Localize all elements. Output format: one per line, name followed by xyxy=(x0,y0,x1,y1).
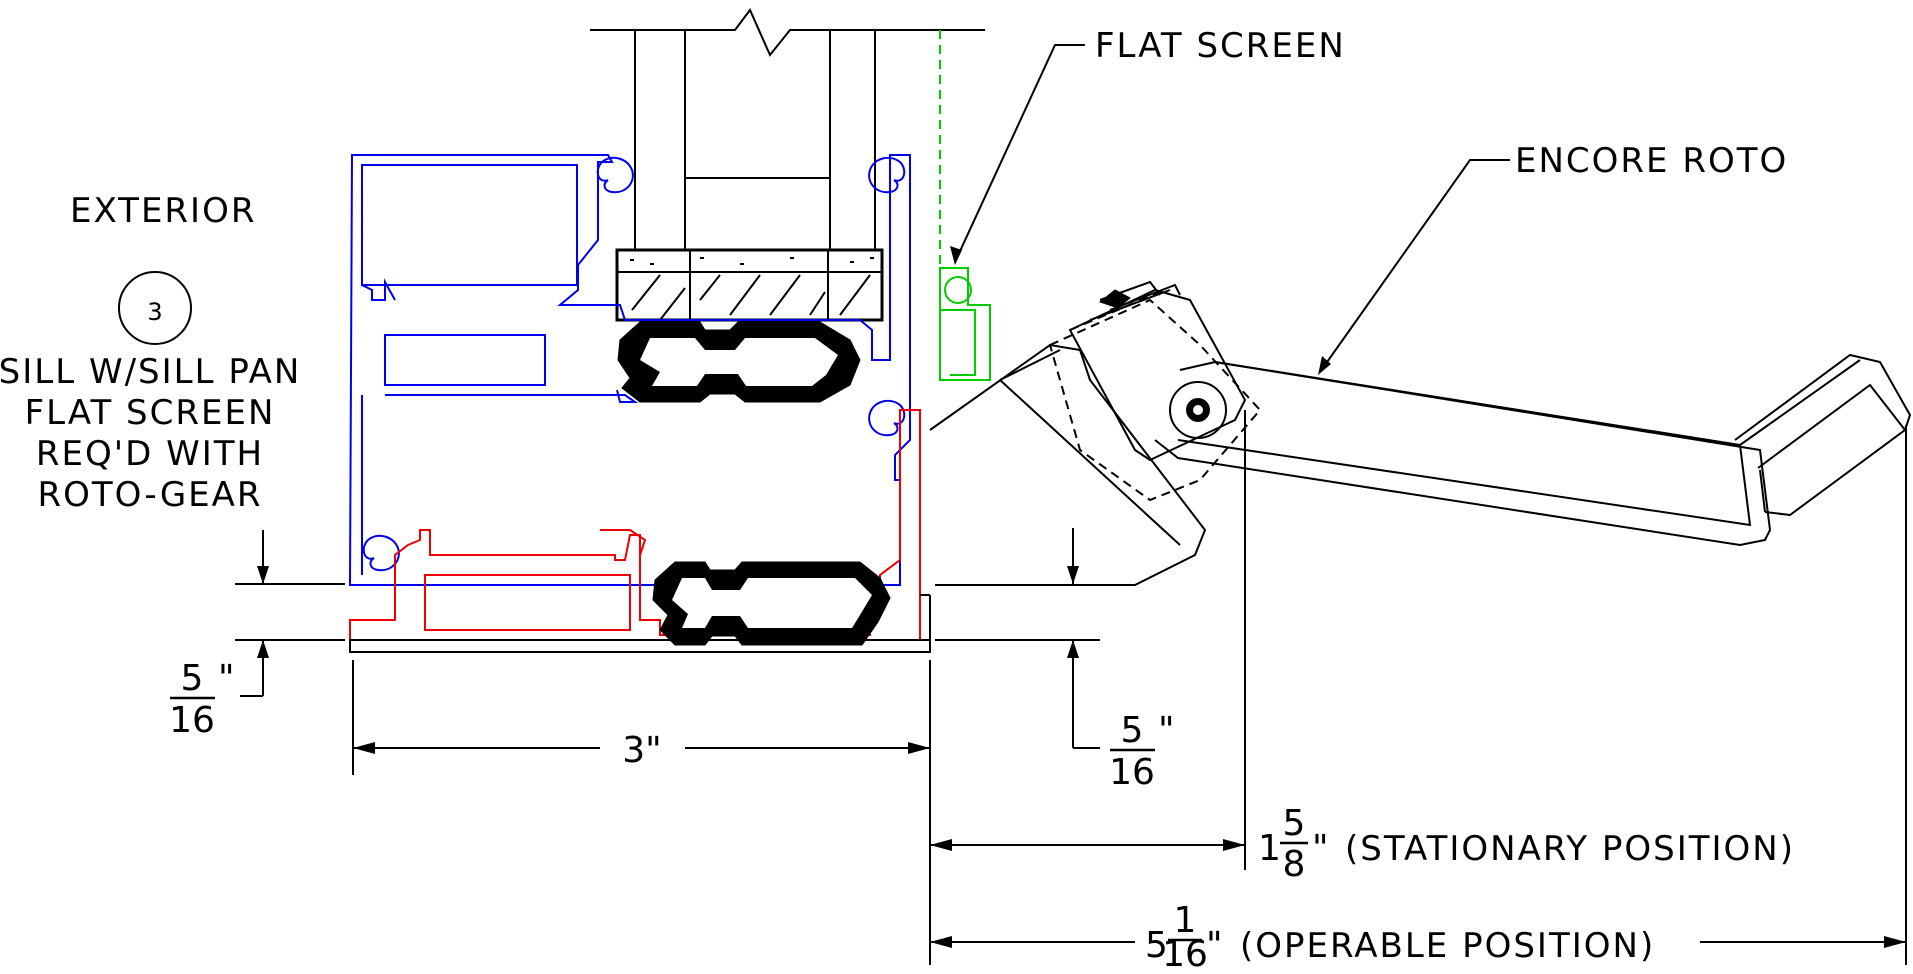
dim-right-den: 16 xyxy=(1109,752,1155,793)
note-line-4: ROTO-GEAR xyxy=(37,475,262,515)
dim-sill-pan-right: 5 16 " xyxy=(1109,710,1174,793)
callout-circle xyxy=(118,271,192,345)
dim-operable-den: 16 xyxy=(1162,934,1208,969)
glass-unit-above xyxy=(590,8,985,250)
dim-stationary-den: 8 xyxy=(1283,844,1306,885)
flat-screen-label: FLAT SCREEN xyxy=(1095,26,1346,66)
setting-block xyxy=(615,248,884,322)
thermal-break-upper xyxy=(617,321,861,403)
dim-stationary: 1 5 8 " (STATIONARY POSITION) xyxy=(1258,803,1795,885)
dim-operable-note: (OPERABLE POSITION) xyxy=(1240,926,1655,966)
dim-width-3: 3" xyxy=(622,730,661,771)
dim-operable-unit: " xyxy=(1206,925,1223,966)
roto-operator xyxy=(929,280,1912,586)
dimension-lines xyxy=(235,410,1907,965)
dim-left-den: 16 xyxy=(169,700,215,741)
encore-roto-label: ENCORE ROTO xyxy=(1515,141,1788,181)
dim-operable: 5 1 16 " (OPERABLE POSITION) xyxy=(1145,900,1655,974)
leader-lines xyxy=(950,44,1510,375)
note-line-1: SILL W/SILL PAN xyxy=(0,352,301,392)
dim-right-num: 5 xyxy=(1121,710,1144,751)
dim-left-unit: " xyxy=(218,658,235,699)
dim-sill-pan-left: 5 16 " xyxy=(169,658,234,741)
exterior-label: EXTERIOR xyxy=(70,191,256,231)
dim-operable-num: 1 xyxy=(1174,900,1197,941)
dim-stationary-whole: 1 xyxy=(1258,828,1281,869)
thermal-break-lower xyxy=(652,561,891,646)
dim-operable-whole: 5 xyxy=(1145,925,1168,966)
dim-left-num: 5 xyxy=(181,658,204,699)
dim-right-unit: " xyxy=(1158,710,1175,751)
note-line-2: FLAT SCREEN xyxy=(25,393,276,433)
dim-stationary-note: (STATIONARY POSITION) xyxy=(1345,829,1795,869)
sill-profile xyxy=(349,409,921,641)
dim-stationary-num: 5 xyxy=(1283,803,1306,844)
flat-screen-profile xyxy=(939,30,991,381)
dim-stationary-unit: " xyxy=(1312,828,1329,869)
note-line-3: REQ'D WITH xyxy=(36,434,264,474)
callout-number: 3 xyxy=(147,298,162,326)
sill-pan xyxy=(349,594,931,653)
